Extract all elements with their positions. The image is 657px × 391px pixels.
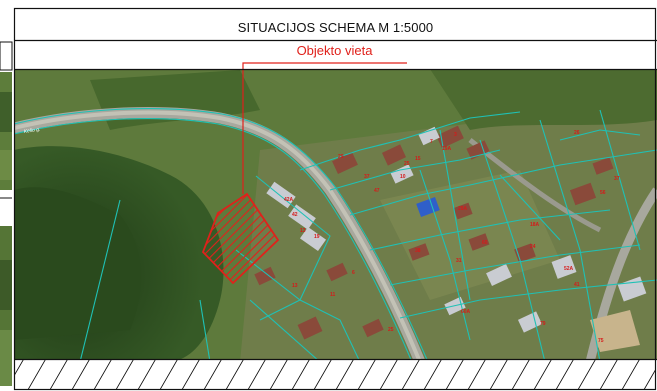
aerial-map: 42 42A 13 19 29 37 47 10 25 7 15 19A 3 2… — [14, 69, 657, 359]
parcel-number: 13 — [300, 228, 306, 234]
parcel-number: 25 — [388, 327, 394, 333]
parcel-number: 29A — [458, 206, 468, 212]
parcel-number: 56 — [600, 190, 606, 196]
site-parcel-highlight — [201, 192, 280, 285]
parcel-number: 75 — [598, 338, 604, 344]
parcel-number: 13 — [292, 283, 298, 289]
parcel-number: 37 — [364, 174, 370, 180]
parcel-number: 19A — [442, 146, 452, 152]
site-label: Objekto vieta — [296, 43, 373, 58]
sheet-title: SITUACIJOS SCHEMA M 1:5000 — [237, 20, 434, 35]
parcel-number: 3 — [454, 132, 457, 138]
parcel-number: 18A — [530, 222, 540, 228]
parcel-number: 52A — [564, 266, 574, 272]
parcel-number: 10 — [400, 174, 406, 180]
parcel-number: 25 — [404, 161, 410, 167]
parcel-number: 60 — [482, 240, 488, 246]
parcel-number: 15 — [415, 156, 421, 162]
parcel-number: 41 — [574, 282, 580, 288]
parcel-number: 38 — [415, 248, 421, 254]
parcel-number: 47 — [374, 188, 380, 194]
road-label: Kelio g. — [23, 127, 40, 135]
sheet-frame — [13, 7, 657, 391]
parcel-number: 6 — [352, 270, 355, 276]
parcel-number: 26 — [574, 130, 580, 136]
left-edge-panel — [0, 0, 14, 391]
parcel-number: 79 — [540, 321, 546, 327]
parcel-number: 11 — [330, 292, 336, 298]
site-leader-line — [242, 62, 407, 194]
parcel-number: 24 — [530, 244, 536, 250]
parcel-number: 19 — [314, 234, 320, 240]
parcel-number: 29 — [338, 154, 344, 160]
parcel-number: 31 — [456, 258, 462, 264]
parcel-number: 37 — [614, 176, 620, 182]
parcel-number: 60A — [461, 309, 471, 315]
parcel-number: 42A — [284, 197, 294, 203]
parcel-number: 7 — [430, 139, 433, 145]
parcel-number: 42 — [292, 212, 298, 218]
hatched-border-strip — [15, 360, 655, 389]
